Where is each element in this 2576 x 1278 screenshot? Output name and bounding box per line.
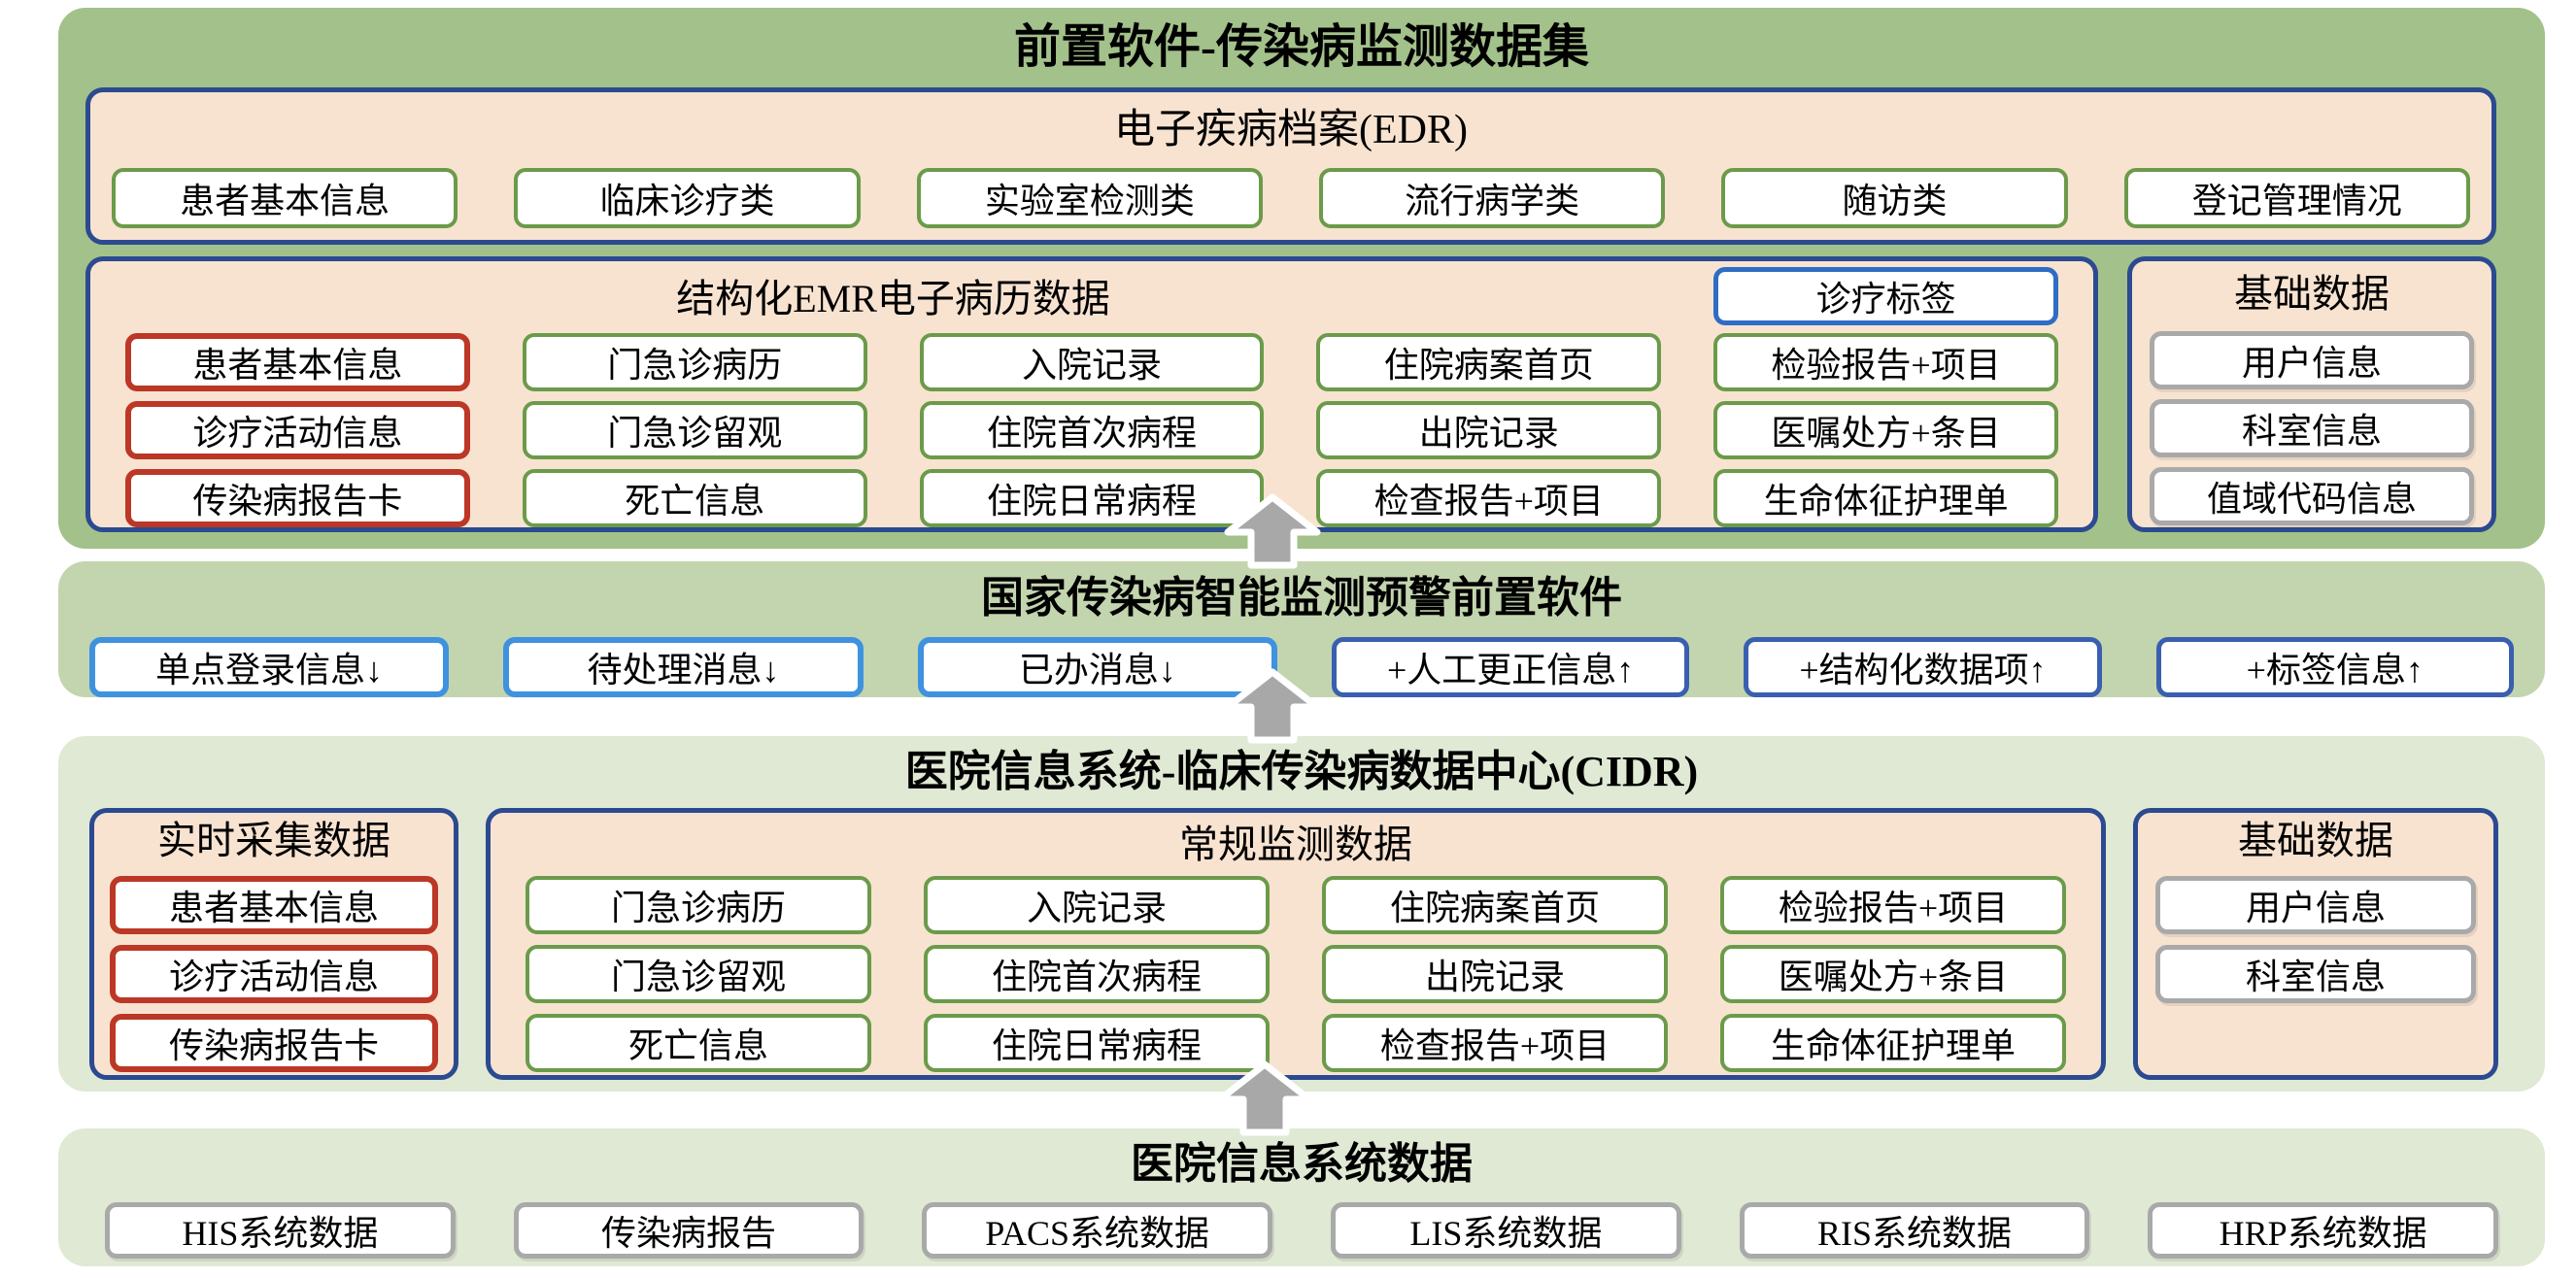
base-data-title: 基础数据 — [2238, 819, 2393, 862]
data-box: 传染病报告 — [513, 1202, 864, 1259]
data-box: 诊疗活动信息 — [125, 401, 470, 459]
edr-panel-title: 电子疾病档案(EDR) — [1114, 108, 1468, 152]
data-box: 患者基本信息 — [112, 168, 458, 228]
data-box: 门急诊留观 — [525, 945, 871, 1003]
data-box: +结构化数据项↑ — [1744, 637, 2102, 697]
data-box: 值域代码信息 — [2150, 467, 2474, 525]
emr-row: 结构化EMR电子病历数据 诊疗标签 患者基本信息 门急诊病历 入院记录 住院病案… — [85, 256, 2496, 532]
data-box: 出院记录 — [1316, 401, 1662, 459]
data-box: 出院记录 — [1322, 945, 1668, 1003]
data-box: 住院首次病程 — [924, 945, 1270, 1003]
data-box: 科室信息 — [2155, 945, 2476, 1003]
up-arrow-icon — [1216, 1060, 1313, 1136]
bottom-box-row: HIS系统数据 传染病报告 PACS系统数据 LIS系统数据 RIS系统数据 H… — [58, 1202, 2545, 1259]
data-box: +人工更正信息↑ — [1331, 637, 1690, 697]
data-box: 住院首次病程 — [919, 401, 1265, 459]
data-box: 科室信息 — [2150, 399, 2474, 457]
data-box: 临床诊疗类 — [514, 168, 861, 228]
data-box: 流行病学类 — [1318, 168, 1666, 228]
data-box: 死亡信息 — [522, 469, 867, 527]
data-box: 已办消息↓ — [917, 637, 1277, 697]
emr-panel: 结构化EMR电子病历数据 诊疗标签 患者基本信息 门急诊病历 入院记录 住院病案… — [85, 256, 2098, 532]
middle-band-title: 国家传染病智能监测预警前置软件 — [981, 574, 1622, 622]
data-box: HIS系统数据 — [105, 1202, 456, 1259]
cidr-section: 医院信息系统-临床传染病数据中心(CIDR) 实时采集数据 患者基本信息 诊疗活… — [58, 736, 2545, 1092]
data-box: HRP系统数据 — [2148, 1202, 2499, 1259]
data-box: 住院病案首页 — [1316, 333, 1662, 391]
data-box: 用户信息 — [2155, 876, 2476, 934]
up-arrow-icon — [1224, 493, 1321, 569]
data-box: 实验室检测类 — [916, 168, 1263, 228]
data-box: PACS系统数据 — [922, 1202, 1273, 1259]
cidr-row: 实时采集数据 患者基本信息 诊疗活动信息 传染病报告卡 常规监测数据 门急诊病历… — [89, 808, 2498, 1080]
data-box: 随访类 — [1721, 168, 2068, 228]
cidr-section-title: 医院信息系统-临床传染病数据中心(CIDR) — [904, 748, 1699, 795]
routine-monitoring-panel: 常规监测数据 门急诊病历 入院记录 住院病案首页 检验报告+项目 门急诊留观 住… — [486, 808, 2106, 1080]
data-box: 传染病报告卡 — [110, 1014, 438, 1072]
data-box: 住院日常病程 — [924, 1014, 1270, 1072]
realtime-panel-title: 实时采集数据 — [157, 819, 390, 862]
data-box: 生命体征护理单 — [1713, 469, 2058, 527]
data-box: 诊疗活动信息 — [110, 945, 438, 1003]
data-box: 入院记录 — [919, 333, 1265, 391]
data-box: 医嘱处方+条目 — [1713, 401, 2058, 459]
up-arrow-icon — [1224, 668, 1321, 744]
data-box: 检验报告+项目 — [1720, 876, 2066, 934]
data-box: 入院记录 — [924, 876, 1270, 934]
base-data-title: 基础数据 — [2234, 272, 2390, 316]
diagnosis-tag-box: 诊疗标签 — [1713, 267, 2058, 325]
data-box: 生命体征护理单 — [1720, 1014, 2066, 1072]
national-warning-software-band: 国家传染病智能监测预警前置软件 单点登录信息↓ 待处理消息↓ 已办消息↓ +人工… — [58, 561, 2545, 697]
data-box: 登记管理情况 — [2123, 168, 2470, 228]
data-box: 门急诊病历 — [522, 333, 867, 391]
edr-box-row: 患者基本信息 临床诊疗类 实验室检测类 流行病学类 随访类 登记管理情况 — [112, 168, 2470, 228]
data-box: 医嘱处方+条目 — [1720, 945, 2066, 1003]
middle-box-row: 单点登录信息↓ 待处理消息↓ 已办消息↓ +人工更正信息↑ +结构化数据项↑ +… — [58, 637, 2545, 697]
edr-panel: 电子疾病档案(EDR) 患者基本信息 临床诊疗类 实验室检测类 流行病学类 随访… — [85, 87, 2496, 245]
data-box: LIS系统数据 — [1331, 1202, 1681, 1259]
data-box: 单点登录信息↓ — [89, 637, 450, 697]
data-box: 门急诊留观 — [522, 401, 867, 459]
data-box: 用户信息 — [2150, 331, 2474, 389]
data-box: 检验报告+项目 — [1713, 333, 2058, 391]
emr-panel-title: 结构化EMR电子病历数据 — [676, 277, 1110, 320]
data-box: 住院日常病程 — [919, 469, 1265, 527]
data-box: 门急诊病历 — [525, 876, 871, 934]
data-box: 患者基本信息 — [110, 876, 438, 934]
routine-panel-title: 常规监测数据 — [1179, 823, 1412, 866]
data-box: 检查报告+项目 — [1316, 469, 1662, 527]
data-box: 传染病报告卡 — [125, 469, 470, 527]
data-box: 住院病案首页 — [1322, 876, 1668, 934]
top-section-title: 前置软件-传染病监测数据集 — [1014, 21, 1589, 73]
base-data-panel-cidr: 基础数据 用户信息 科室信息 — [2133, 808, 2498, 1080]
hospital-systems-band: 医院信息系统数据 HIS系统数据 传染病报告 PACS系统数据 LIS系统数据 … — [58, 1128, 2545, 1266]
data-box: +标签信息↑ — [2155, 637, 2514, 697]
data-box: RIS系统数据 — [1739, 1202, 2090, 1259]
base-data-panel-top: 基础数据 用户信息 科室信息 值域代码信息 — [2127, 256, 2496, 532]
bottom-band-title: 医院信息系统数据 — [1131, 1140, 1473, 1188]
data-box: 患者基本信息 — [125, 333, 470, 391]
top-section-dataset: 前置软件-传染病监测数据集 电子疾病档案(EDR) 患者基本信息 临床诊疗类 实… — [58, 8, 2545, 549]
data-box: 检查报告+项目 — [1322, 1014, 1668, 1072]
data-box: 死亡信息 — [525, 1014, 871, 1072]
data-box: 待处理消息↓ — [503, 637, 864, 697]
realtime-data-panel: 实时采集数据 患者基本信息 诊疗活动信息 传染病报告卡 — [89, 808, 458, 1080]
